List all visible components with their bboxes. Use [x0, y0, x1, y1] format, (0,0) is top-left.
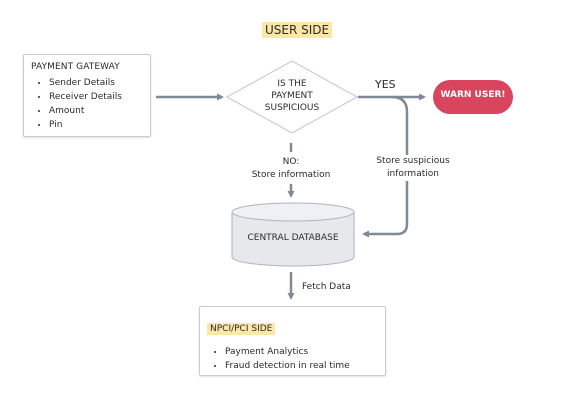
- yes-label: YES: [375, 78, 396, 91]
- database-top: [231, 202, 355, 222]
- list-item: Amount: [49, 104, 150, 118]
- decision-line-2: PAYMENT: [271, 91, 313, 101]
- payment-gateway-list: Sender Details Receiver Details Amount P…: [31, 76, 150, 132]
- payment-gateway-box: PAYMENT GATEWAY Sender Details Receiver …: [23, 54, 151, 137]
- npci-title: NPCI/PCI SIDE: [207, 323, 276, 335]
- suspicious-label-line-2: information: [387, 169, 439, 179]
- decision-diamond: [225, 60, 359, 134]
- fetch-data-label: Fetch Data: [302, 282, 351, 292]
- list-item: Receiver Details: [49, 90, 150, 104]
- warn-user-label: WARN USER!: [440, 90, 506, 100]
- no-store-label: NO: Store information: [236, 156, 346, 182]
- no-label-line-1: NO:: [282, 157, 300, 167]
- suspicious-store-label: Store suspicious information: [358, 155, 468, 181]
- list-item: Fraud detection in real time: [225, 359, 385, 373]
- decision-label: IS THE PAYMENT SUSPICIOUS: [247, 78, 337, 114]
- npci-list: Payment Analytics Fraud detection in rea…: [207, 345, 385, 373]
- database-label: CENTRAL DATABASE: [247, 233, 339, 243]
- header-title-wrap: USER SIDE: [262, 19, 333, 38]
- list-item: Pin: [49, 118, 150, 132]
- decision-line-3: SUSPICIOUS: [264, 103, 320, 113]
- database-body: [231, 212, 355, 267]
- warn-user-node: [433, 80, 513, 114]
- header-title: USER SIDE: [262, 22, 333, 38]
- npci-title-wrap: NPCI/PCI SIDE: [207, 316, 276, 335]
- payment-gateway-title: PAYMENT GATEWAY: [31, 62, 120, 72]
- arrow-suspicious-to-database: [362, 95, 409, 238]
- list-item: Sender Details: [49, 76, 150, 90]
- npci-box: NPCI/PCI SIDE Payment Analytics Fraud de…: [199, 306, 386, 376]
- no-label-line-2: Store information: [251, 170, 331, 180]
- suspicious-label-line-1: Store suspicious: [376, 156, 450, 166]
- list-item: Payment Analytics: [225, 345, 385, 359]
- decision-line-1: IS THE: [277, 79, 307, 89]
